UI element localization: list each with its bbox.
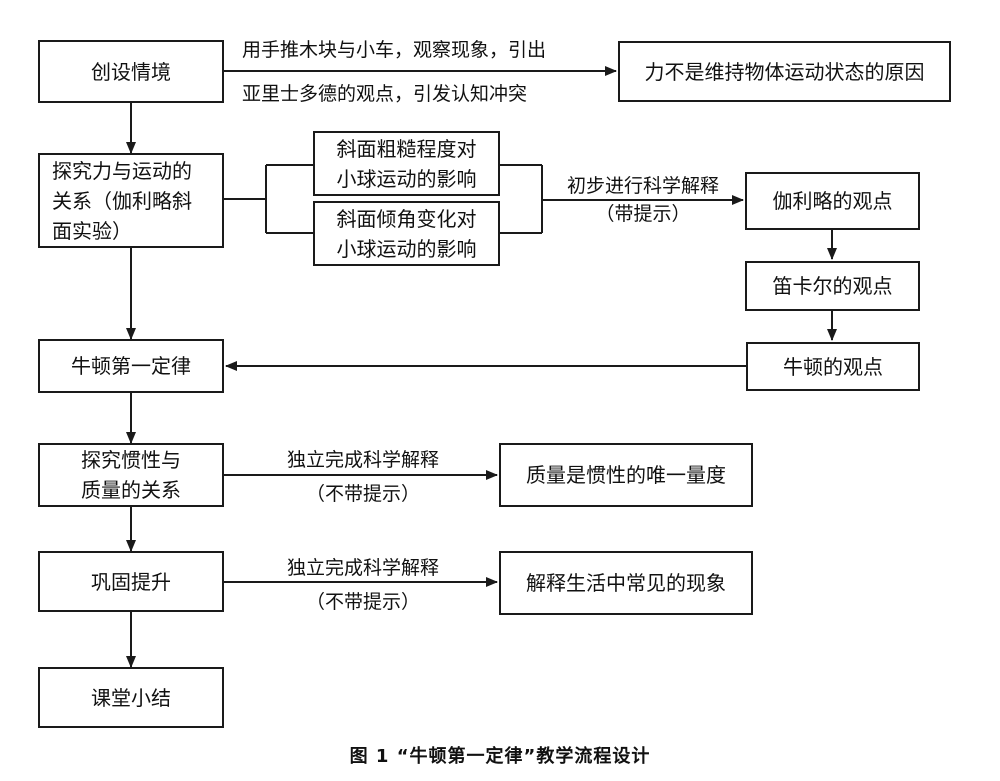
label-independent-explain-1: 独立完成科学解释 （不带提示）	[258, 446, 468, 508]
figure-caption: 图 1 “牛顿第一定律”教学流程设计	[349, 746, 651, 767]
box-descartes-text: 笛卡尔的观点	[772, 274, 893, 298]
box-galileo-text: 伽利略的观点	[772, 189, 893, 213]
box-explore-line-1: 探究力与运动的	[52, 158, 192, 183]
label-initial-explain: 初步进行科学解释 （带提示）	[548, 172, 738, 228]
box-newton-view: 牛顿的观点	[746, 342, 920, 391]
box-explain-phenomena: 解释生活中常见的现象	[499, 551, 753, 615]
box-angle-line-2: 小球运动的影响	[336, 236, 477, 261]
label-indep2-line-2: （不带提示）	[305, 591, 420, 613]
label-independent-explain-2: 独立完成科学解释 （不带提示）	[258, 554, 468, 616]
box-summary: 课堂小结	[38, 667, 224, 728]
box-explore-force-motion: 探究力与运动的 关系（伽利略斜 面实验）	[38, 153, 224, 248]
label-indep1-line-2: （不带提示）	[305, 483, 420, 505]
box-slope-roughness: 斜面粗糙程度对 小球运动的影响	[313, 131, 500, 196]
box-explain-phenomena-text: 解释生活中常见的现象	[526, 571, 726, 595]
box-inertia-line-1: 探究惯性与	[81, 448, 181, 472]
box-newton-view-text: 牛顿的观点	[783, 354, 883, 379]
box-descartes-view: 笛卡尔的观点	[745, 261, 920, 311]
box-angle-line-1: 斜面倾角变化对	[336, 206, 477, 231]
box-newton-first-law: 牛顿第一定律	[38, 339, 224, 393]
box-force-not-cause: 力不是维持物体运动状态的原因	[618, 41, 951, 102]
box-consolidate: 巩固提升	[38, 551, 224, 612]
label-push-experiment: 用手推木块与小车，观察现象，引出 亚里士多德的观点，引发认知冲突	[242, 36, 546, 108]
box-roughness-line-1: 斜面粗糙程度对	[336, 136, 477, 161]
box-summary-text: 课堂小结	[91, 685, 171, 710]
box-newton-first-law-text: 牛顿第一定律	[71, 354, 191, 378]
box-create-scene: 创设情境	[38, 40, 224, 103]
box-consolidate-text: 巩固提升	[91, 569, 171, 594]
box-mass-measure-text: 质量是惯性的唯一量度	[526, 463, 726, 487]
box-inertia-line-2: 质量的关系	[81, 478, 181, 502]
box-slope-angle: 斜面倾角变化对 小球运动的影响	[313, 201, 500, 266]
label-push-line-1: 用手推木块与小车，观察现象，引出	[242, 39, 547, 61]
box-force-not-cause-text: 力不是维持物体运动状态的原因	[644, 59, 925, 84]
label-push-line-2: 亚里士多德的观点，引发认知冲突	[242, 83, 528, 105]
box-explore-line-2: 关系（伽利略斜	[52, 188, 192, 213]
box-explore-inertia-mass: 探究惯性与 质量的关系	[38, 443, 224, 507]
box-create-scene-text: 创设情境	[91, 59, 171, 84]
box-galileo-view: 伽利略的观点	[745, 172, 920, 230]
box-roughness-line-2: 小球运动的影响	[336, 166, 477, 191]
label-indep1-line-1: 独立完成科学解释	[286, 449, 439, 471]
label-initial-line-2: （带提示）	[595, 203, 691, 225]
box-explore-line-3: 面实验）	[52, 218, 132, 243]
label-indep2-line-1: 独立完成科学解释	[286, 557, 439, 579]
box-mass-measure-inertia: 质量是惯性的唯一量度	[499, 443, 753, 507]
label-initial-line-1: 初步进行科学解释	[566, 175, 719, 197]
